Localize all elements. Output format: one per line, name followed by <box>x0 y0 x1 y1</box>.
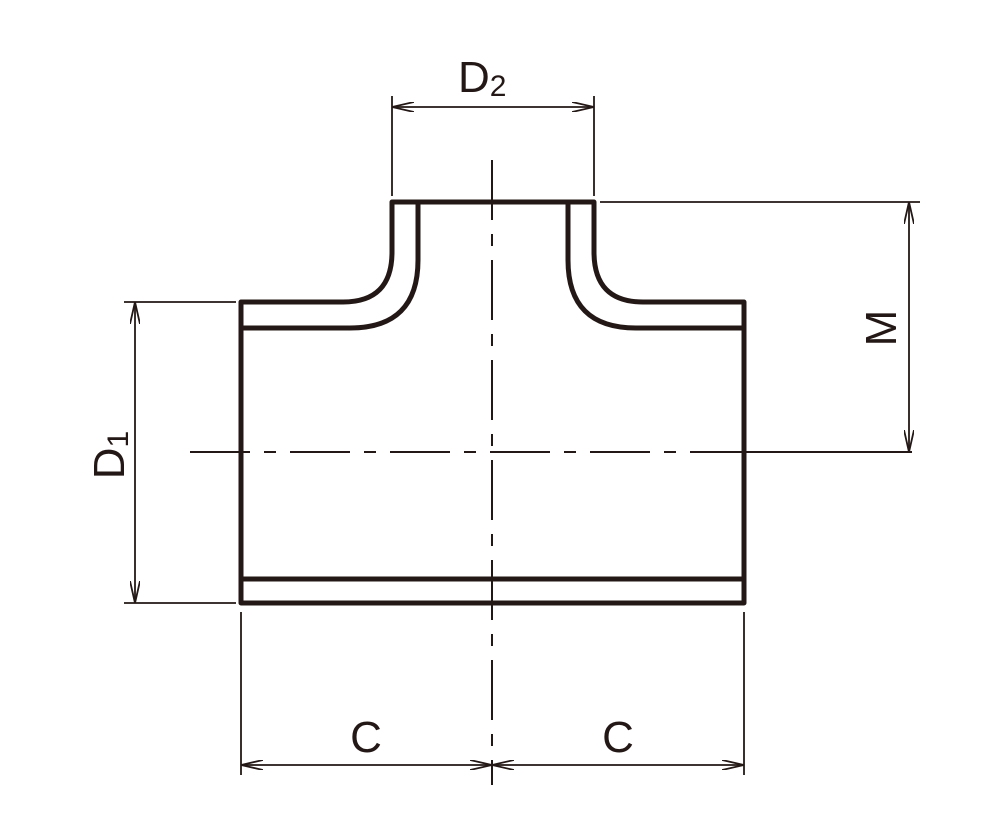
dimension-labels: D2 M D1 C C <box>85 53 906 762</box>
c-right-label: C <box>602 713 634 762</box>
tee-fitting-body <box>238 199 747 606</box>
c-left-label: C <box>350 713 382 762</box>
fitting-outer-outline <box>238 199 747 606</box>
dimension-lines <box>124 96 920 775</box>
m-label: M <box>857 310 906 347</box>
fitting-inner-wall-right <box>565 202 744 331</box>
fitting-inner-wall-left <box>241 202 421 331</box>
d1-label: D1 <box>85 431 135 479</box>
d2-label: D2 <box>458 53 506 103</box>
center-lines <box>190 160 912 785</box>
